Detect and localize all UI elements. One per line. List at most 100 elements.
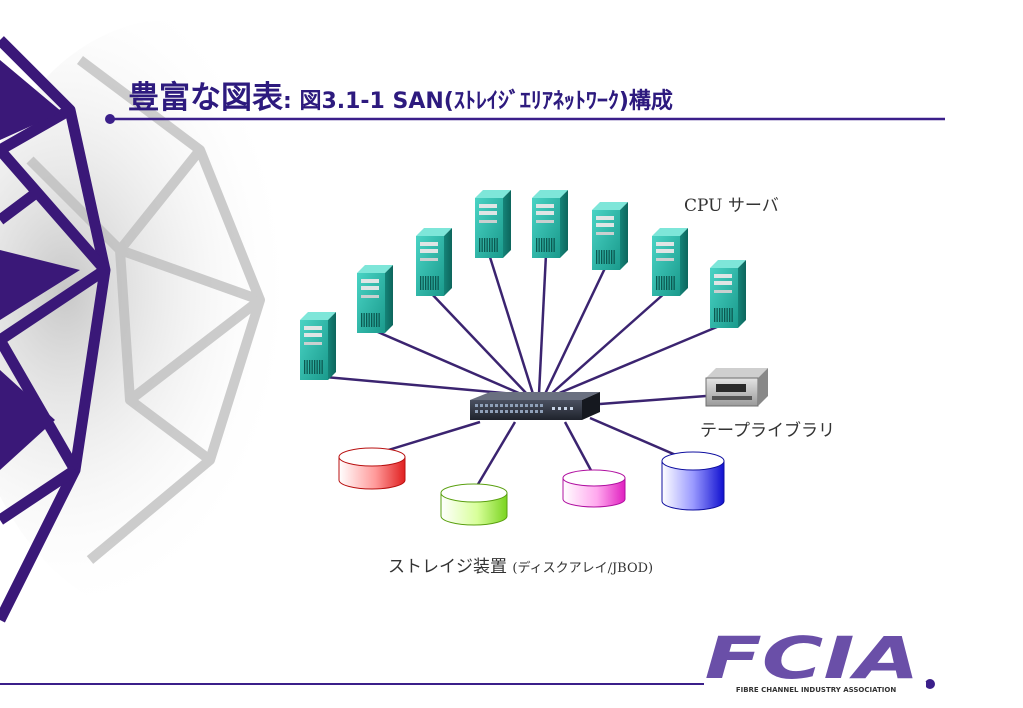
server-top	[652, 228, 688, 236]
server-top	[357, 265, 393, 273]
server-side	[328, 312, 336, 380]
server-side	[680, 228, 688, 296]
server-vent	[378, 313, 380, 327]
tape-slot	[716, 384, 746, 392]
purple-panels	[0, 60, 80, 470]
cable	[487, 253, 535, 395]
switch-port	[485, 410, 488, 413]
server-vent	[546, 238, 548, 252]
server-vent	[668, 276, 670, 290]
fcia-logo: FCIA FIBRE CHANNEL INDUSTRY ASSOCIATION	[704, 624, 926, 694]
server-vent	[319, 360, 321, 374]
server-vent	[721, 308, 723, 322]
cable	[543, 265, 608, 395]
switch-ports	[475, 404, 573, 413]
slide-title: 豊富な図表: 図3.1-1 SAN(ｽﾄﾚｲｼﾞｴﾘｱﾈｯﾄﾜｰｸ)構成	[128, 72, 673, 120]
switch-port	[505, 410, 508, 413]
server-vent	[437, 276, 439, 290]
cable-group	[313, 253, 725, 492]
server-vent	[316, 360, 318, 374]
server-vent	[479, 238, 481, 252]
server-vent	[606, 250, 608, 264]
server-vent	[731, 308, 733, 322]
switch-port	[515, 410, 518, 413]
server-vent	[666, 276, 668, 290]
disk-top	[440, 483, 508, 503]
logo-tagline: FIBRE CHANNEL INDUSTRY ASSOCIATION	[736, 686, 897, 694]
server-vent	[304, 360, 306, 374]
server-vent	[716, 308, 718, 322]
storage-label-main: ストレイジ装置	[388, 557, 507, 577]
cpu-server	[300, 312, 336, 380]
server-vent	[420, 276, 422, 290]
storage-disk	[562, 469, 626, 508]
storage-label: ストレイジ装置 (ディスクアレイ/JBOD)	[388, 552, 653, 577]
server-vent	[361, 313, 363, 327]
cable-disk	[589, 416, 686, 461]
server-vent	[543, 238, 545, 252]
tape-panel	[712, 396, 752, 400]
server-bay	[656, 258, 674, 261]
server-vent	[596, 250, 598, 264]
server-vent	[422, 276, 424, 290]
server-bay	[656, 249, 674, 253]
server-vent	[321, 360, 323, 374]
cable	[313, 374, 516, 396]
cable	[556, 322, 725, 396]
logo-mark: FCIA	[705, 624, 920, 692]
switch-port	[535, 404, 538, 407]
cable	[550, 291, 667, 395]
tape-side	[758, 368, 768, 406]
cable	[370, 327, 522, 396]
server-side	[560, 190, 568, 258]
server-bay	[596, 232, 614, 235]
title-main: 豊富な図表	[128, 80, 283, 116]
cpu-server	[416, 228, 452, 296]
switch-port	[540, 410, 543, 413]
cpu-server	[652, 228, 688, 296]
server-vent	[661, 276, 663, 290]
server-vent	[496, 238, 498, 252]
disk-top	[661, 451, 725, 471]
server-bay	[361, 286, 379, 290]
server-top	[532, 190, 568, 198]
server-vent	[656, 276, 658, 290]
cable-disk	[472, 421, 517, 492]
disk-body	[661, 460, 725, 511]
switch-port	[475, 404, 478, 407]
cable-disk	[563, 421, 596, 477]
server-vent	[553, 238, 555, 252]
tape-top	[706, 368, 768, 378]
switch-port	[540, 404, 543, 407]
server-bay	[479, 220, 497, 223]
cpu-server	[475, 190, 511, 258]
server-vent	[484, 238, 486, 252]
logo-tagline-bg	[704, 682, 926, 694]
server-bay	[656, 242, 674, 246]
switch-port	[530, 410, 533, 413]
server-vent	[435, 276, 437, 290]
server-group	[300, 190, 746, 380]
server-vent	[430, 276, 432, 290]
server-bay	[304, 333, 322, 337]
switch-led	[570, 407, 573, 410]
storage-disk	[661, 451, 725, 511]
server-vent	[548, 238, 550, 252]
switch-port	[500, 410, 503, 413]
server-vent	[376, 313, 378, 327]
server-vent	[673, 276, 675, 290]
server-vent	[601, 250, 603, 264]
switch-port	[500, 404, 503, 407]
server-vent	[671, 276, 673, 290]
server-vent	[363, 313, 365, 327]
server-vent	[663, 276, 665, 290]
tape-library-label: テープライブラリ	[700, 421, 835, 441]
server-top	[475, 190, 511, 198]
server-side	[620, 202, 628, 270]
server-top	[300, 312, 336, 320]
switch-port	[495, 404, 498, 407]
disk-group	[338, 447, 725, 526]
server-side	[385, 265, 393, 333]
server-vent	[309, 360, 311, 374]
